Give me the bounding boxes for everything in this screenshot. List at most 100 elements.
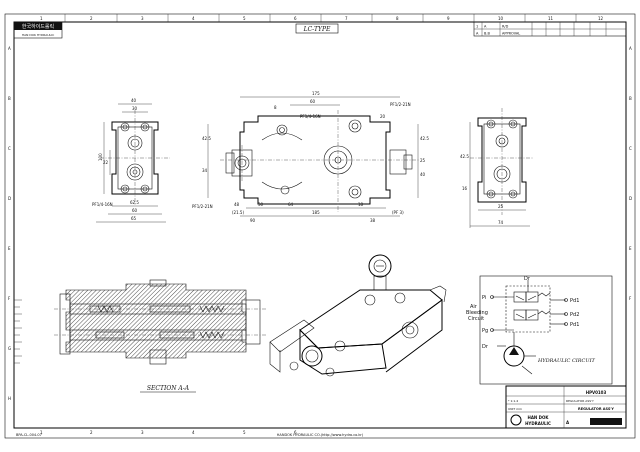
outer-frame	[4, 13, 636, 439]
dim-label: 42.5	[202, 136, 211, 141]
dim-label: 60	[132, 208, 138, 213]
col-num: 7	[345, 16, 348, 21]
company-line-1: HAN DOK	[527, 415, 549, 420]
circuit-label-pd2: Pd2	[570, 312, 579, 318]
logo-top-text: 한국하이드롤릭	[22, 23, 54, 30]
dim-label: PF1/4-16N	[92, 202, 113, 207]
title-cell: REGULATOR ASS'Y	[566, 399, 594, 403]
row-letter: H	[8, 396, 11, 401]
section-label-text: SECTION A-A	[147, 385, 190, 392]
col-num: 10	[498, 16, 504, 21]
type-title: LC-TYPE	[295, 23, 339, 34]
col-num: 1	[40, 430, 43, 435]
drawing-name: REGULATOR ASS'Y	[578, 407, 614, 411]
hydraulic-circuit-label: HYDRAULIC CIRCUIT	[537, 358, 596, 364]
dim-label: 60	[310, 99, 316, 104]
row-letter: A	[8, 46, 11, 51]
col-num: 1	[40, 16, 43, 21]
dim-label: 40	[420, 172, 426, 177]
col-num: 12	[598, 16, 604, 21]
rev-cell: A	[484, 25, 487, 29]
row-letters: A B C D E F G H A B C D E F	[8, 46, 632, 401]
col-num: 8	[396, 16, 399, 21]
row-letter: F	[629, 296, 632, 301]
dim-label: 100	[98, 153, 103, 161]
dim-label: 90	[250, 218, 256, 223]
dim-label: 16	[462, 186, 468, 191]
drawing-number: HPV0103	[586, 390, 607, 395]
row-letter: E	[8, 246, 11, 251]
footer-center: HANDOK HYDRAULIC CO.(http://www.hydro.co…	[277, 433, 364, 437]
row-letter: F	[8, 296, 11, 301]
dim-label: 64	[288, 202, 294, 207]
title-block: HPV0103 REGULATOR ASS'Y * 1:1.4 UNIT mm …	[505, 385, 627, 429]
dim-label: 30	[258, 202, 264, 207]
dim-label: (21.5)	[232, 210, 244, 215]
dim-label: 40	[131, 98, 137, 103]
column-numbers: 1 2 3 4 5 6 7 8 9 10 11 12 1 2 3 4 5 6	[40, 14, 604, 435]
dim-label: 20	[380, 114, 386, 119]
circuit-label-bleeding: Bleeding	[466, 310, 488, 316]
dim-label: 42.5	[460, 154, 469, 159]
rev-cell: A	[476, 32, 479, 36]
title-cell: * 1:1.4	[508, 399, 518, 403]
row-letter: E	[629, 246, 632, 251]
inner-frame	[13, 21, 627, 429]
section-label: SECTION A-A	[140, 385, 196, 393]
dim-label: 8	[274, 105, 277, 110]
title-cell: A	[566, 420, 570, 425]
dim-label: 74	[498, 220, 504, 225]
circuit-label-circuit: Circuit	[468, 316, 484, 322]
col-num: 3	[141, 16, 144, 21]
top-logo: 한국하이드롤릭 HAN DOK HYDRAULIC	[13, 21, 63, 39]
row-letter: C	[8, 146, 11, 151]
isometric-view	[269, 254, 447, 377]
type-title-text: LC-TYPE	[303, 26, 331, 33]
dim-label: 65	[131, 216, 137, 221]
col-num: 5	[243, 430, 246, 435]
circuit-label-pd1: Pd1	[570, 298, 579, 304]
rev-cell: 1	[476, 25, 478, 29]
dim-label: 30	[132, 106, 138, 111]
footer-left: BPA-CL-004-07	[16, 433, 42, 437]
circuit-label-dr-top: Dr	[524, 276, 531, 282]
hydraulic-circuit: Dr Pi Air Bleeding Circuit Pg Dr Pd1 Pd2…	[466, 275, 613, 385]
col-num: 4	[192, 16, 195, 21]
row-letter: B	[629, 96, 632, 101]
front-view: 175 60 PF1/4-16N PF1/2-21N 8 42.5 34 42.…	[192, 91, 429, 223]
dim-label: 185	[312, 210, 320, 215]
dim-label: PF1/2-21N	[390, 102, 411, 107]
col-num: 9	[447, 16, 450, 21]
circuit-label-air: Air	[470, 304, 478, 310]
row-letter: D	[629, 196, 632, 201]
col-num: 3	[141, 430, 144, 435]
dim-label: PF1/2-21N	[192, 204, 213, 209]
dim-label: 175	[312, 91, 320, 96]
circuit-label-dr-bottom: Dr	[482, 344, 489, 350]
dim-label: 22	[103, 160, 109, 165]
col-num: 4	[192, 430, 195, 435]
dim-label: 34	[202, 168, 208, 173]
row-letter: B	[8, 96, 11, 101]
revision-table: 1 A R/D A B.B APPROVAL	[473, 21, 627, 37]
dim-label: 18	[358, 202, 364, 207]
rev-cell: APPROVAL	[502, 32, 520, 36]
col-num: 2	[90, 430, 93, 435]
company-line-2: HYDRAULIC	[525, 421, 551, 426]
right-end-view: 42.5 16 25 74	[460, 108, 534, 228]
dim-label: 62.5	[130, 200, 139, 205]
row-letter: A	[629, 46, 632, 51]
col-num: 5	[243, 16, 246, 21]
row-letter: G	[8, 346, 11, 351]
dim-label: 42.5	[420, 136, 429, 141]
row-letter: D	[8, 196, 11, 201]
dim-label: (PF 3)	[392, 210, 404, 215]
col-num: 11	[548, 16, 554, 21]
left-end-view: 40 30 100 22 62.5 60 PF1/4-16N 65	[92, 98, 170, 223]
row-letter: C	[629, 146, 632, 151]
circuit-label-pd1b: Pd1	[570, 322, 579, 328]
dim-label: 48	[234, 202, 240, 207]
col-num: 6	[294, 16, 297, 21]
section-view	[54, 279, 266, 365]
